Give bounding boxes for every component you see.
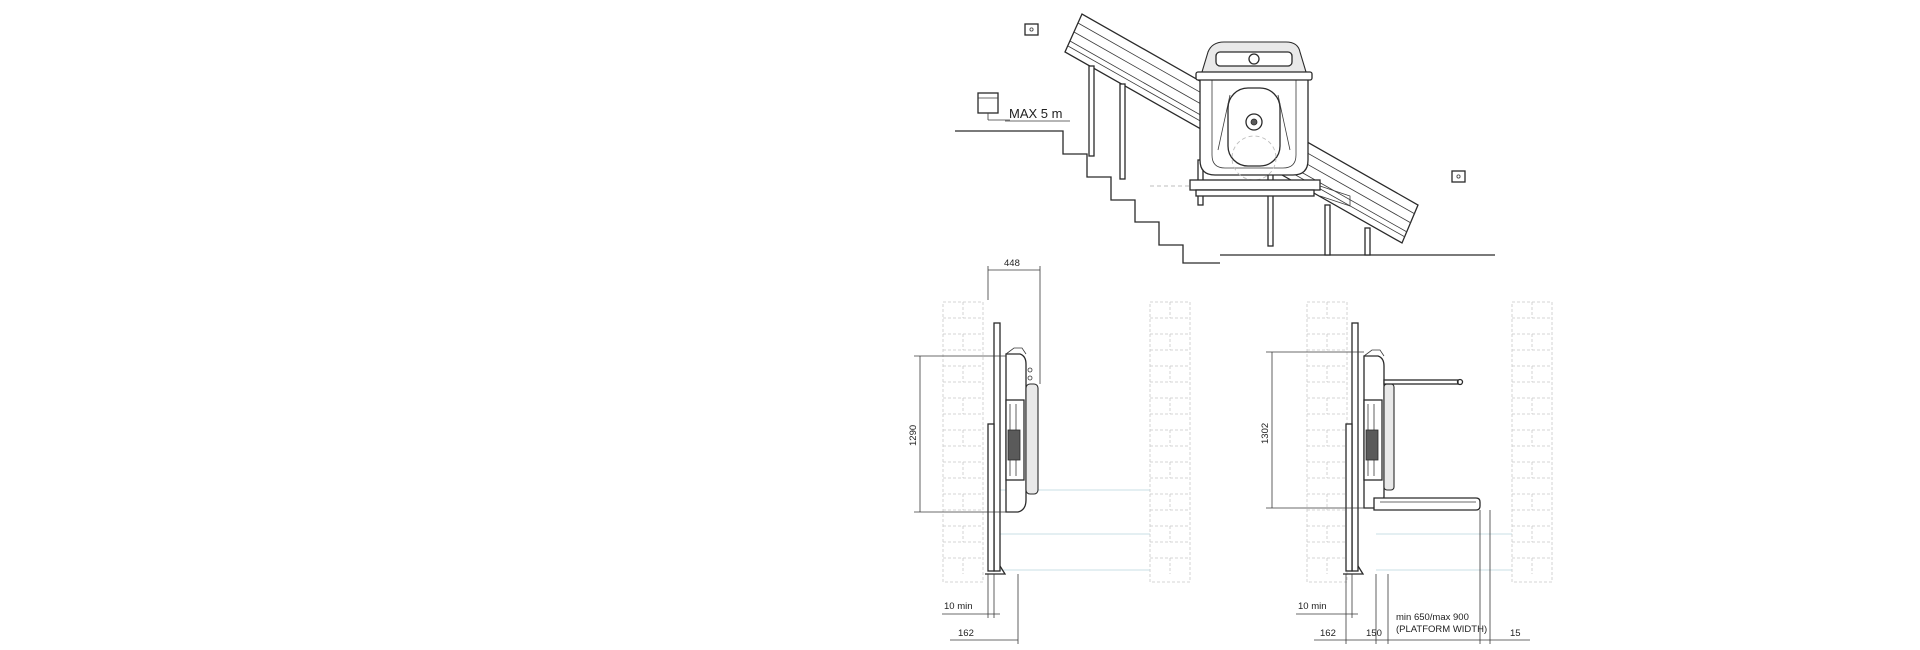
brick-wall-right-a: [1306, 301, 1348, 583]
svg-text:162: 162: [958, 628, 974, 639]
svg-text:15: 15: [1510, 628, 1521, 639]
lift-carriage: [1195, 41, 1313, 181]
unfolded-lift-unit: [1343, 322, 1481, 575]
dimension-1290: 1290: [908, 355, 1006, 513]
dimension-10-min: 10 min: [942, 574, 1000, 618]
svg-text:(PLATFORM WIDTH): (PLATFORM WIDTH): [1396, 624, 1487, 635]
max-span-label: MAX 5 m: [1009, 106, 1062, 121]
side-view-unfolded: 1302 10 min 162 150 min 650/max 900 (PLA…: [1260, 301, 1553, 644]
side-view-folded: 448 1290 10 min 162: [908, 258, 1191, 644]
stair-profile: [955, 130, 1220, 264]
dimension-10-min-right: 10 min: [1296, 574, 1358, 618]
brick-wall-left-b: [1149, 301, 1191, 583]
stair-elevation-view: MAX 5 m: [955, 13, 1495, 264]
brick-wall-left-a: [942, 301, 984, 583]
call-station-marker-top: [1024, 23, 1039, 36]
svg-text:1290: 1290: [908, 425, 919, 446]
control-box: [977, 92, 1010, 121]
call-station-marker-bottom: [1451, 170, 1466, 183]
folded-lift-unit: [985, 322, 1039, 575]
dimension-162-left: 162: [950, 574, 1019, 644]
svg-text:1302: 1302: [1260, 423, 1271, 444]
svg-text:10 min: 10 min: [1298, 601, 1327, 612]
dimension-chain-bottom: 162 150 min 650/max 900 (PLATFORM WIDTH)…: [1314, 510, 1530, 644]
svg-text:150: 150: [1366, 628, 1382, 639]
lift-platform: [1150, 179, 1351, 207]
dimension-1302: 1302: [1260, 351, 1364, 509]
svg-text:448: 448: [1004, 258, 1020, 269]
svg-text:162: 162: [1320, 628, 1336, 639]
svg-text:10 min: 10 min: [944, 601, 973, 612]
svg-text:min 650/max 900: min 650/max 900: [1396, 612, 1469, 623]
dimension-448: 448: [987, 258, 1041, 384]
brick-wall-right-b: [1511, 301, 1553, 583]
